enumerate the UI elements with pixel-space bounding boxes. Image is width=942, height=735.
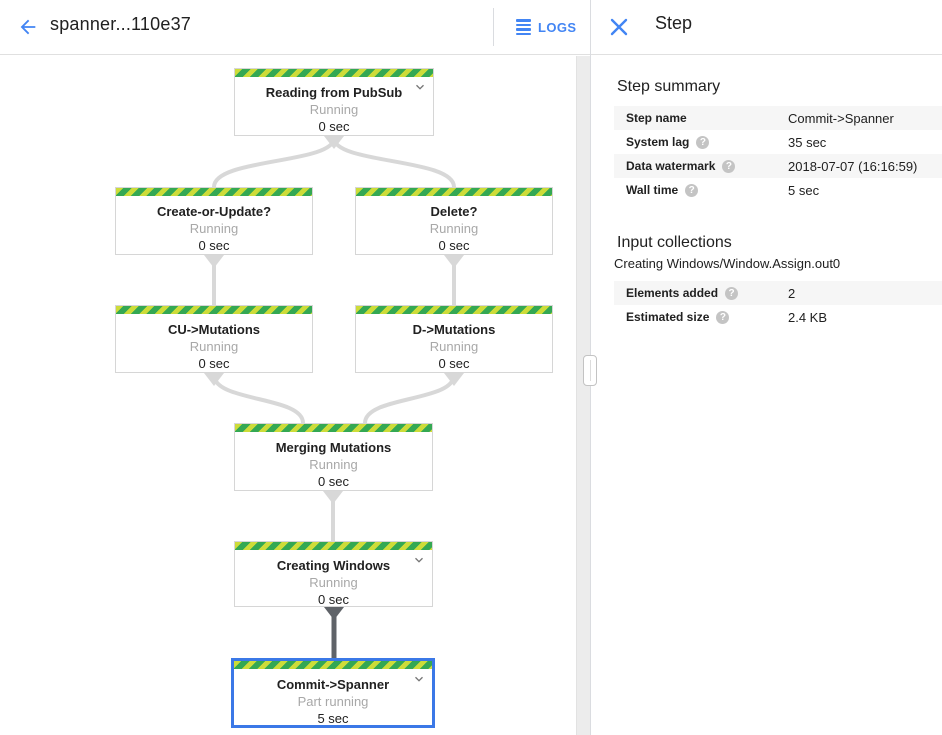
node-title: Creating Windows [276,558,391,573]
input-collections-table: Elements added? 2 Estimated size? 2.4 KB [614,281,942,329]
input-collection-name: Creating Windows/Window.Assign.out0 [614,256,841,271]
input-collections-heading: Input collections [617,234,732,251]
node-time: 0 sec [317,474,350,489]
running-stripe [116,188,312,196]
graph-scrollbar[interactable] [576,56,590,735]
row-value: 2 [788,285,796,301]
node-time: 0 sec [198,238,230,253]
running-stripe [356,306,552,314]
job-title: spanner...110e37 [50,14,191,34]
edge-connector-active [324,607,344,658]
table-row: Step name Commit->Spanner [614,106,942,130]
row-value: Commit->Spanner [788,110,894,126]
node-title: CU->Mutations [167,322,261,337]
node-title: Commit->Spanner [276,677,390,692]
row-label: Estimated size [626,310,710,324]
node-time: 0 sec [438,356,470,371]
running-stripe [356,188,552,196]
node-status: Running [429,339,479,354]
graph-node-delete[interactable]: Delete? Running 0 sec [355,187,553,255]
table-row: Estimated size? 2.4 KB [614,305,942,329]
step-summary-table: Step name Commit->Spanner System lag? 35… [614,106,942,202]
back-button[interactable] [14,13,42,41]
node-status: Part running [297,694,369,709]
chevron-down-icon[interactable] [411,553,427,569]
edge-arrowhead [204,136,464,504]
row-value: 35 sec [788,134,827,150]
node-title: Delete? [430,204,478,219]
running-stripe [234,661,432,669]
row-value: 5 sec [788,182,820,198]
table-row: System lag? 35 sec [614,130,942,154]
row-label: Data watermark [626,159,716,173]
close-icon [610,18,628,36]
help-icon[interactable]: ? [716,310,730,324]
node-status: Running [309,457,358,472]
logs-button[interactable]: LOGS [506,12,586,42]
graph-node-d-mutations[interactable]: D->Mutations Running 0 sec [355,305,553,373]
node-status: Running [309,575,358,590]
running-stripe [235,69,433,77]
help-icon[interactable]: ? [722,159,736,173]
close-panel-button[interactable] [604,12,634,42]
row-label: Step name [626,111,687,125]
help-icon[interactable]: ? [685,183,699,197]
chevron-down-icon[interactable] [412,80,428,96]
logs-list-icon [516,19,531,35]
node-title: Reading from PubSub [265,85,403,100]
panel-title: Step [655,13,693,33]
row-label: Elements added [626,286,719,300]
node-status: Running [429,221,479,236]
chevron-down-icon[interactable] [411,672,427,688]
row-value: 2.4 KB [788,309,828,325]
top-header: spanner...110e37 LOGS Step [0,0,942,55]
header-separator [493,8,494,46]
node-time: 0 sec [318,119,350,134]
graph-edges [204,136,464,658]
node-time: 0 sec [198,356,230,371]
graph-node-merging-mutations[interactable]: Merging Mutations Running 0 sec [234,423,433,491]
graph-node-cu-mutations[interactable]: CU->Mutations Running 0 sec [115,305,313,373]
table-row: Elements added? 2 [614,281,942,305]
row-label: System lag [626,135,690,149]
node-time: 0 sec [438,238,470,253]
node-title: D->Mutations [412,322,496,337]
node-title: Merging Mutations [275,440,392,455]
table-row: Data watermark? 2018-07-07 (16:16:59) [614,154,942,178]
arrow-back-icon [20,19,36,35]
graph-node-create-or-update[interactable]: Create-or-Update? Running 0 sec [115,187,313,255]
node-time: 5 sec [317,711,349,726]
logs-button-label: LOGS [538,19,577,35]
step-summary-heading: Step summary [617,78,721,95]
graph-node-reading-from-pubsub[interactable]: Reading from PubSub Running 0 sec [234,68,434,136]
node-title: Create-or-Update? [156,204,272,219]
graph-node-commit-spanner[interactable]: Commit->Spanner Part running 5 sec [231,658,435,728]
running-stripe [235,424,432,432]
node-status: Running [189,221,239,236]
help-icon[interactable]: ? [725,286,739,300]
node-status: Running [189,339,239,354]
step-details-panel: Step summary Step name Commit->Spanner S… [591,56,942,735]
pane-resize-handle[interactable] [583,355,597,386]
running-stripe [116,306,312,314]
node-status: Running [309,102,359,117]
table-row: Wall time? 5 sec [614,178,942,202]
graph-node-creating-windows[interactable]: Creating Windows Running 0 sec [234,541,433,607]
row-label: Wall time [626,183,679,197]
running-stripe [235,542,432,550]
row-value: 2018-07-07 (16:16:59) [788,158,918,174]
help-icon[interactable]: ? [696,135,710,149]
job-graph-canvas[interactable]: Reading from PubSub Running 0 sec Create… [0,56,590,735]
node-time: 0 sec [317,592,350,607]
